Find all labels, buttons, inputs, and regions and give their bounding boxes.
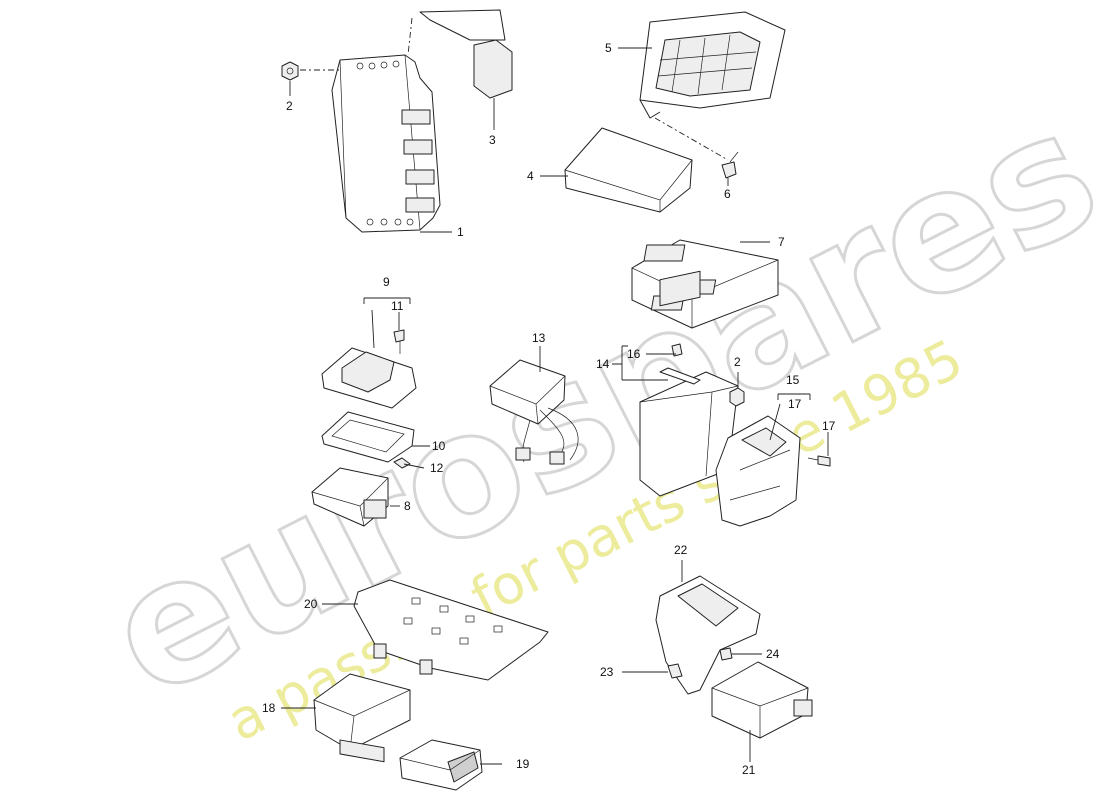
part-15-cover[interactable] bbox=[715, 415, 801, 527]
part-23-clip[interactable] bbox=[667, 663, 683, 679]
callout-18: 18 bbox=[262, 701, 276, 715]
callout-9: 9 bbox=[383, 275, 390, 289]
callout-13: 13 bbox=[532, 331, 546, 345]
callout-17-group: 17 bbox=[788, 397, 802, 411]
part-8-control-unit[interactable] bbox=[311, 467, 389, 527]
callout-22: 22 bbox=[674, 543, 688, 557]
callout-10: 10 bbox=[432, 439, 446, 453]
part-6-bolt[interactable] bbox=[721, 151, 739, 179]
part-20-cover-panel[interactable] bbox=[353, 579, 549, 681]
callout-16: 16 bbox=[627, 347, 641, 361]
part-17-screw[interactable] bbox=[807, 455, 831, 467]
part-13-harness[interactable] bbox=[489, 359, 579, 465]
callout-21: 21 bbox=[742, 763, 756, 777]
part-18-module[interactable] bbox=[313, 673, 411, 763]
leader-lines bbox=[281, 47, 829, 765]
callout-4: 4 bbox=[527, 169, 534, 183]
callout-7: 7 bbox=[778, 235, 785, 249]
part-22-bracket[interactable] bbox=[655, 575, 761, 695]
callout-3: 3 bbox=[489, 133, 496, 147]
part-24-screw[interactable] bbox=[719, 647, 733, 661]
part-2-nut[interactable] bbox=[281, 61, 340, 81]
part-16-clip[interactable] bbox=[671, 343, 683, 357]
part-1-control-unit[interactable] bbox=[331, 9, 513, 233]
callout-17: 17 bbox=[822, 419, 836, 433]
part-5-mounting-bracket[interactable] bbox=[639, 11, 786, 161]
part-9-cover[interactable] bbox=[321, 347, 417, 409]
callout-2: 2 bbox=[286, 99, 293, 113]
part-14-module[interactable] bbox=[639, 270, 739, 497]
callout-24: 24 bbox=[766, 647, 780, 661]
callout-23: 23 bbox=[600, 665, 614, 679]
part-21-module[interactable] bbox=[711, 661, 813, 739]
part-2b-nut[interactable] bbox=[729, 387, 745, 407]
callout-15: 15 bbox=[786, 373, 800, 387]
callout-14: 14 bbox=[596, 357, 610, 371]
callout-5: 5 bbox=[605, 41, 612, 55]
callout-20: 20 bbox=[304, 597, 318, 611]
callout-19: 19 bbox=[516, 757, 530, 771]
callout-12: 12 bbox=[430, 461, 444, 475]
part-11-screw[interactable] bbox=[393, 329, 405, 354]
callout-11: 11 bbox=[391, 299, 404, 313]
callout-2b: 2 bbox=[734, 355, 741, 369]
callout-6: 6 bbox=[724, 187, 731, 201]
part-4-module[interactable] bbox=[564, 127, 693, 213]
callout-1: 1 bbox=[457, 225, 464, 239]
part-19-module[interactable] bbox=[399, 739, 483, 791]
callout-8: 8 bbox=[404, 499, 411, 513]
callout-labels: 1 2 3 4 5 6 7 8 9 11 10 12 13 14 16 2 15… bbox=[262, 41, 836, 777]
part-12-clip[interactable] bbox=[393, 457, 411, 469]
